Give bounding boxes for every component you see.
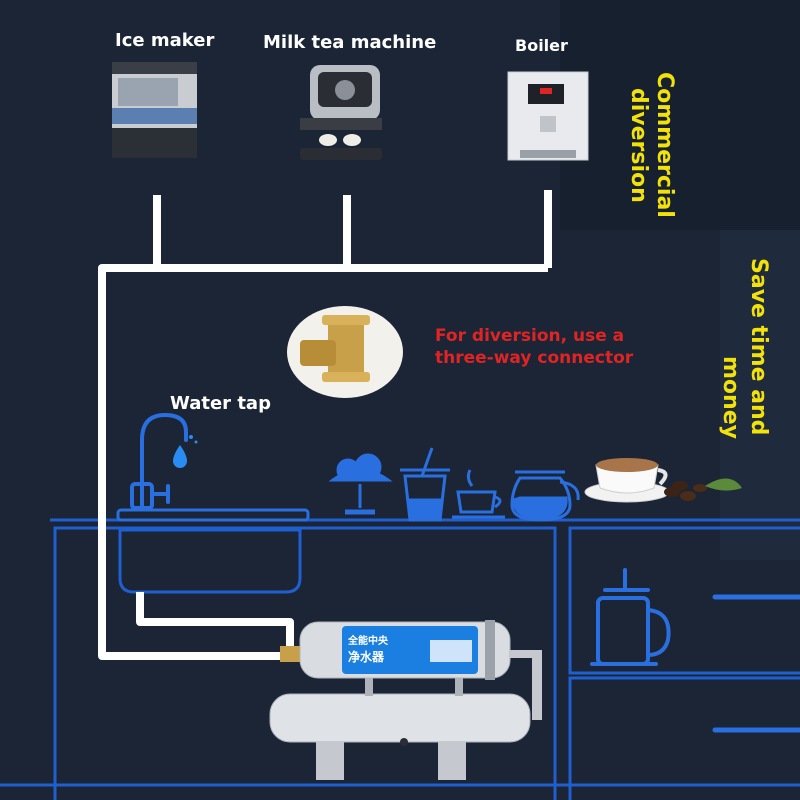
french-press-icon (590, 568, 671, 666)
save-time-line1: Save time and (746, 258, 771, 436)
sink (116, 508, 310, 594)
purifier-title-line1: 全能中央 (348, 636, 388, 647)
ice-maker-icon (112, 62, 197, 158)
commercial-diversion-line1: Commercial (652, 72, 677, 218)
three-way-connector-icon (287, 306, 403, 398)
pipe-connector (280, 646, 302, 662)
milk-tea-machine-icon (300, 65, 382, 160)
ice-cream-icon (328, 453, 393, 515)
boiler-icon (507, 71, 589, 161)
diversion-note-line2: three-way connector (435, 348, 634, 368)
purifier-title-line2: 净水器 (348, 650, 385, 664)
milk-tea-machine-label: Milk tea machine (263, 32, 437, 53)
diversion-note-line1: For diversion, use a (435, 326, 625, 346)
save-time-line2: money (718, 356, 743, 439)
bubble-tea-icon (400, 447, 450, 522)
water-tap-icon (130, 412, 188, 510)
water-drop (173, 445, 187, 468)
coffee-mug-icon (584, 458, 742, 503)
water-purifier-icon (269, 620, 542, 780)
pipes (98, 190, 552, 660)
boiler-label: Boiler (515, 36, 568, 55)
commercial-diversion-line2: diversion (626, 88, 651, 203)
coffee-cup-icon (452, 469, 505, 519)
ice-maker-label: Ice maker (115, 30, 215, 51)
water-tap-label: Water tap (170, 393, 271, 414)
coffee-pot-icon (510, 470, 580, 522)
